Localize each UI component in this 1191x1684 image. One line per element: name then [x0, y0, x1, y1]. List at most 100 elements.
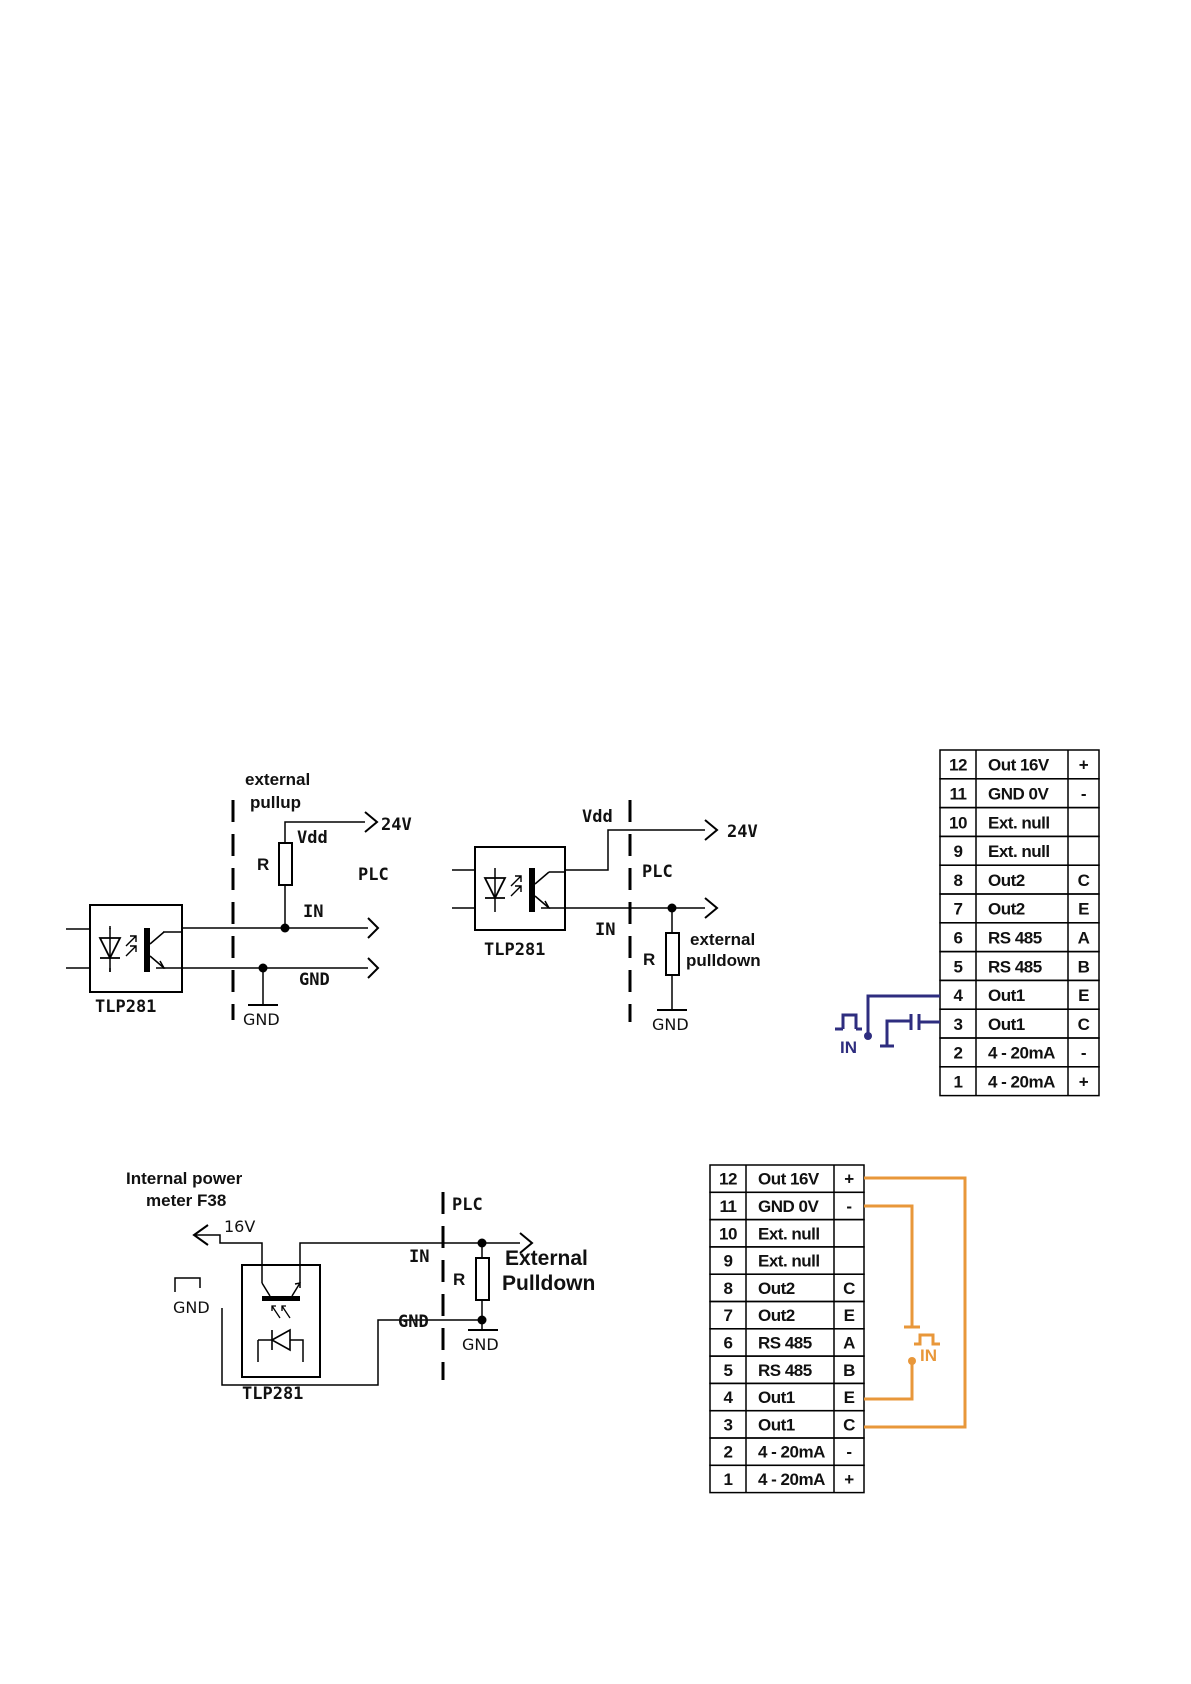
terminal-number: 5: [954, 957, 963, 976]
terminal-sign: E: [844, 1388, 855, 1407]
terminal-number: 2: [724, 1443, 733, 1462]
terminal-number: 2: [954, 1044, 963, 1063]
vdd-label: Vdd: [582, 807, 613, 827]
external-label: external: [245, 770, 310, 789]
resistor-label: R: [453, 1270, 465, 1289]
gnd-line: [221, 1308, 480, 1386]
terminal-name: RS 485: [758, 1333, 812, 1352]
supply-label: 24V: [381, 815, 412, 835]
terminal-name: RS 485: [988, 929, 1042, 948]
terminal-name: Out2: [988, 871, 1025, 890]
table-row: 2 4 - 20mA -: [709, 1437, 865, 1467]
terminal-sign: C: [1078, 1015, 1090, 1034]
terminal-name: Ext. null: [988, 813, 1050, 832]
terminal-name: Out1: [758, 1415, 795, 1434]
terminal-number: 4: [954, 986, 964, 1005]
terminal-number: 12: [719, 1170, 737, 1189]
terminal-number: 10: [719, 1224, 737, 1243]
terminal-name: Out 16V: [758, 1170, 820, 1189]
gnd-symbol-label: GND: [462, 1335, 499, 1354]
terminal-name: Ext. null: [758, 1252, 820, 1271]
terminal-sign: -: [846, 1443, 851, 1462]
terminal-number: 12: [949, 756, 967, 775]
terminal-sign: +: [1079, 756, 1089, 775]
terminal-sign: E: [844, 1306, 855, 1325]
pullup-label: pullup: [250, 793, 301, 812]
table-row: 9 Ext. null: [709, 1246, 865, 1275]
terminal-name: GND 0V: [758, 1197, 819, 1216]
title-line-1: Internal power: [126, 1169, 243, 1188]
terminal-sign: C: [843, 1279, 855, 1298]
plc-label: PLC: [358, 865, 389, 885]
terminal-sign: +: [844, 1170, 854, 1189]
terminal-sign: B: [1078, 957, 1090, 976]
diagram-external-pulldown: Vdd 24V PLC IN R external pulldown GND T…: [452, 800, 761, 1034]
diagram-internal-power: Internal power meter F38 16V GND PLC IN …: [126, 1169, 595, 1404]
table-row: 12 Out 16V +: [709, 1164, 865, 1194]
in-label: IN: [409, 1247, 429, 1267]
in-line: [163, 927, 368, 933]
terminal-name: RS 485: [988, 957, 1042, 976]
terminal-name: Out1: [988, 986, 1025, 1005]
terminal-number: 7: [724, 1306, 733, 1325]
table-row: 10 Ext. null: [709, 1218, 865, 1248]
junction-dot: [280, 923, 290, 933]
terminal-sign: E: [1078, 986, 1089, 1005]
gnd-left-label: GND: [173, 1298, 210, 1317]
input-label-bottom: IN: [920, 1346, 937, 1365]
terminal-number: 9: [954, 842, 963, 861]
wiring-bottom: IN: [864, 1176, 967, 1429]
gnd-symbol-label: GND: [652, 1015, 689, 1034]
title-line-2: meter F38: [146, 1191, 226, 1210]
terminal-name: Out2: [988, 900, 1025, 919]
terminal-sign: +: [1079, 1073, 1089, 1092]
optocoupler-box: [474, 846, 566, 931]
terminal-number: 5: [724, 1361, 733, 1380]
terminal-number: 6: [954, 929, 963, 948]
chip-label: TLP281: [95, 997, 156, 1017]
wiring-top: IN: [835, 994, 940, 1057]
gnd-line-label: GND: [398, 1312, 429, 1332]
terminal-name: 4 - 20mA: [988, 1073, 1055, 1092]
terminal-name: 4 - 20mA: [988, 1044, 1055, 1063]
pullup-resistor: [278, 842, 293, 886]
pulldown-label: Pulldown: [502, 1272, 595, 1295]
terminal-number: 9: [724, 1252, 733, 1271]
terminal-sign: B: [843, 1361, 855, 1380]
terminal-number: 4: [724, 1388, 734, 1407]
terminal-name: Ext. null: [758, 1224, 820, 1243]
terminal-name: 4 - 20mA: [758, 1470, 825, 1489]
terminal-name: Out2: [758, 1279, 795, 1298]
terminal-number: 7: [954, 900, 963, 919]
terminal-name: Ext. null: [988, 842, 1050, 861]
terminal-name: 4 - 20mA: [758, 1443, 825, 1462]
vdd-line: [565, 829, 705, 871]
supply-label: 24V: [727, 822, 758, 842]
chip-label: TLP281: [484, 940, 545, 960]
terminal-sign: +: [844, 1470, 854, 1489]
pulldown-resistor: [665, 932, 680, 976]
terminal-number: 11: [720, 1197, 737, 1216]
in-label: IN: [595, 920, 615, 940]
diagram-external-pullup: external pullup R Vdd 24V PLC IN GND GND…: [66, 770, 412, 1029]
external-label: external: [690, 930, 755, 949]
vdd-label: Vdd: [297, 828, 328, 848]
gnd-symbol-label: GND: [243, 1010, 280, 1029]
terminal-number: 8: [954, 871, 963, 890]
optocoupler-box: [241, 1264, 321, 1378]
table-row: 5 RS 485 B: [939, 950, 1100, 982]
